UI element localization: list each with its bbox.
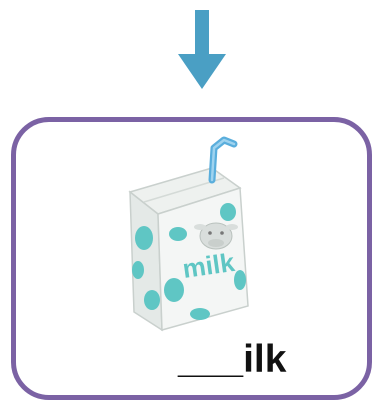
svg-text:milk: milk — [181, 247, 237, 284]
down-arrow-icon — [178, 10, 226, 89]
word-with-missing-letter: ___ilk — [178, 338, 287, 381]
milk-carton-icon: milk — [128, 136, 249, 332]
